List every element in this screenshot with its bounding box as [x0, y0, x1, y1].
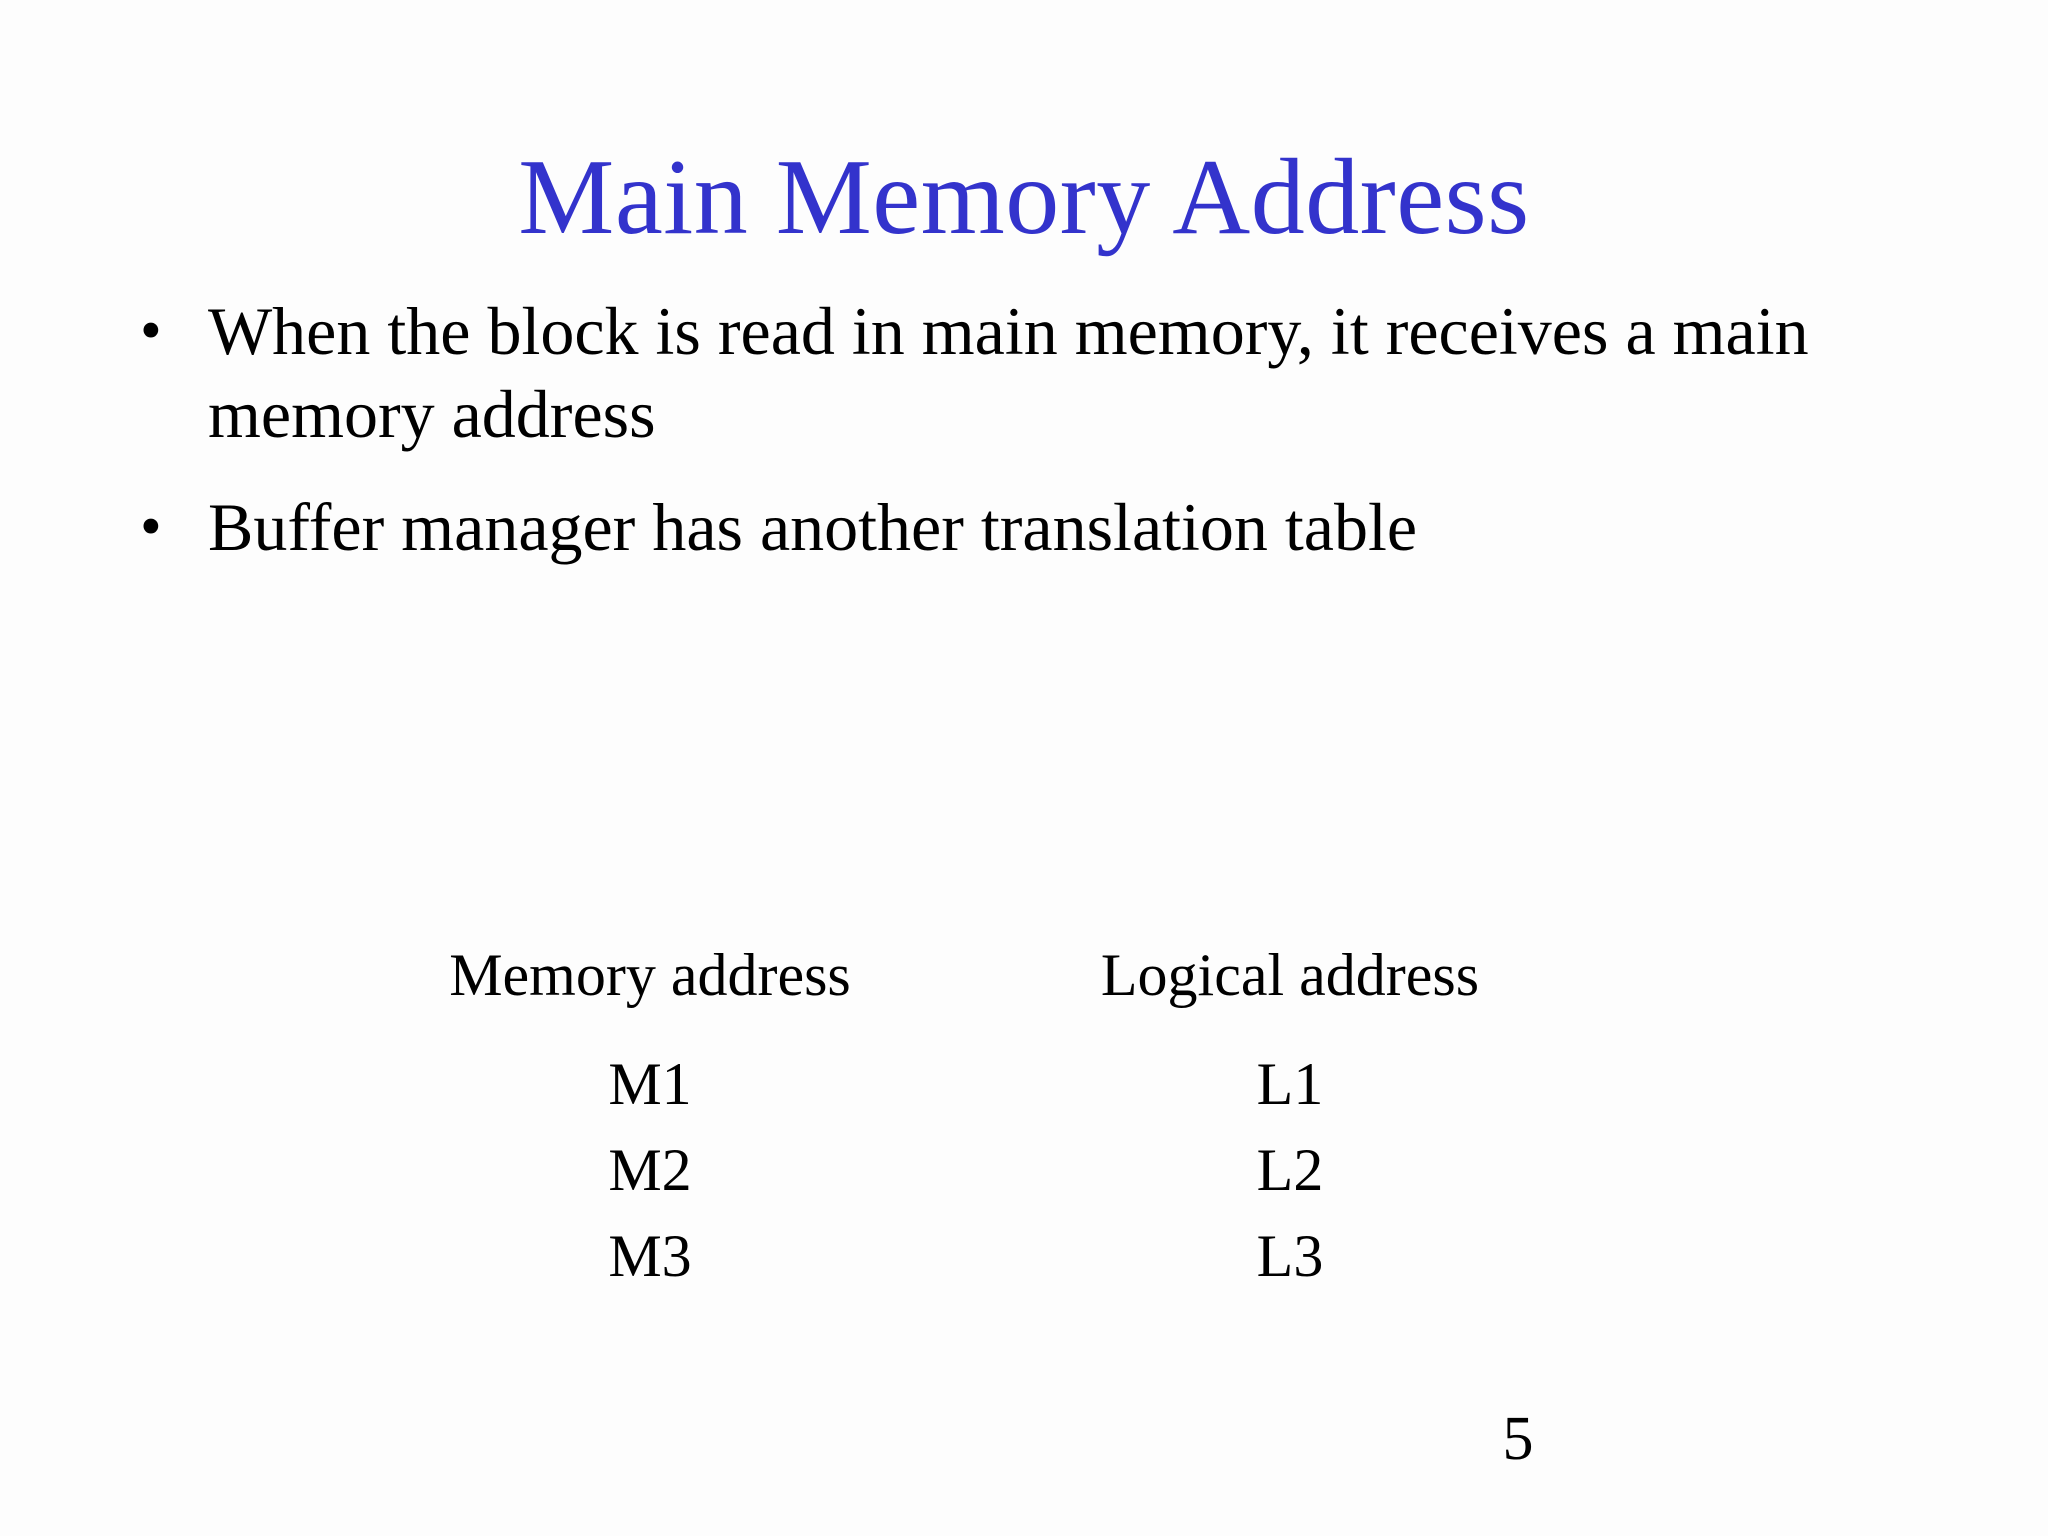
cell-memory-address: M3	[608, 1223, 692, 1289]
cell-logical-address: L1	[1256, 1051, 1324, 1117]
column-header-memory-address: Memory address	[449, 942, 851, 1008]
page-number: 5	[1502, 1405, 1534, 1473]
cell-logical-address: L3	[1256, 1223, 1324, 1289]
cell-logical-address: L2	[1256, 1137, 1324, 1203]
bullet-item-1: • When the block is read in main memory,…	[140, 290, 1940, 456]
column-header-logical-address: Logical address	[1100, 942, 1480, 1008]
bullet-list: • When the block is read in main memory,…	[140, 290, 1940, 599]
bullet-item-2: • Buffer manager has another translation…	[140, 486, 1940, 569]
slide-title: Main Memory Address	[518, 138, 1530, 258]
cell-memory-address: M1	[608, 1051, 692, 1117]
translation-table: Memory address Logical address M1 L1 M2 …	[330, 945, 1610, 1299]
bullet-dot-icon: •	[140, 297, 162, 365]
table-row: M1 L1	[330, 1041, 1610, 1127]
bullet-text-1: When the block is read in main memory, i…	[208, 293, 1809, 452]
table-row: M2 L2	[330, 1127, 1610, 1213]
table-body: M1 L1 M2 L2 M3 L3	[330, 1041, 1610, 1299]
cell-memory-address: M2	[608, 1137, 692, 1203]
bullet-dot-icon: •	[140, 492, 162, 561]
bullet-text-2: Buffer manager has another translation t…	[208, 488, 1418, 565]
table-row: M3 L3	[330, 1213, 1610, 1299]
table-header-row: Memory address Logical address	[330, 945, 1610, 1041]
table-header: Memory address Logical address	[330, 945, 1610, 1041]
